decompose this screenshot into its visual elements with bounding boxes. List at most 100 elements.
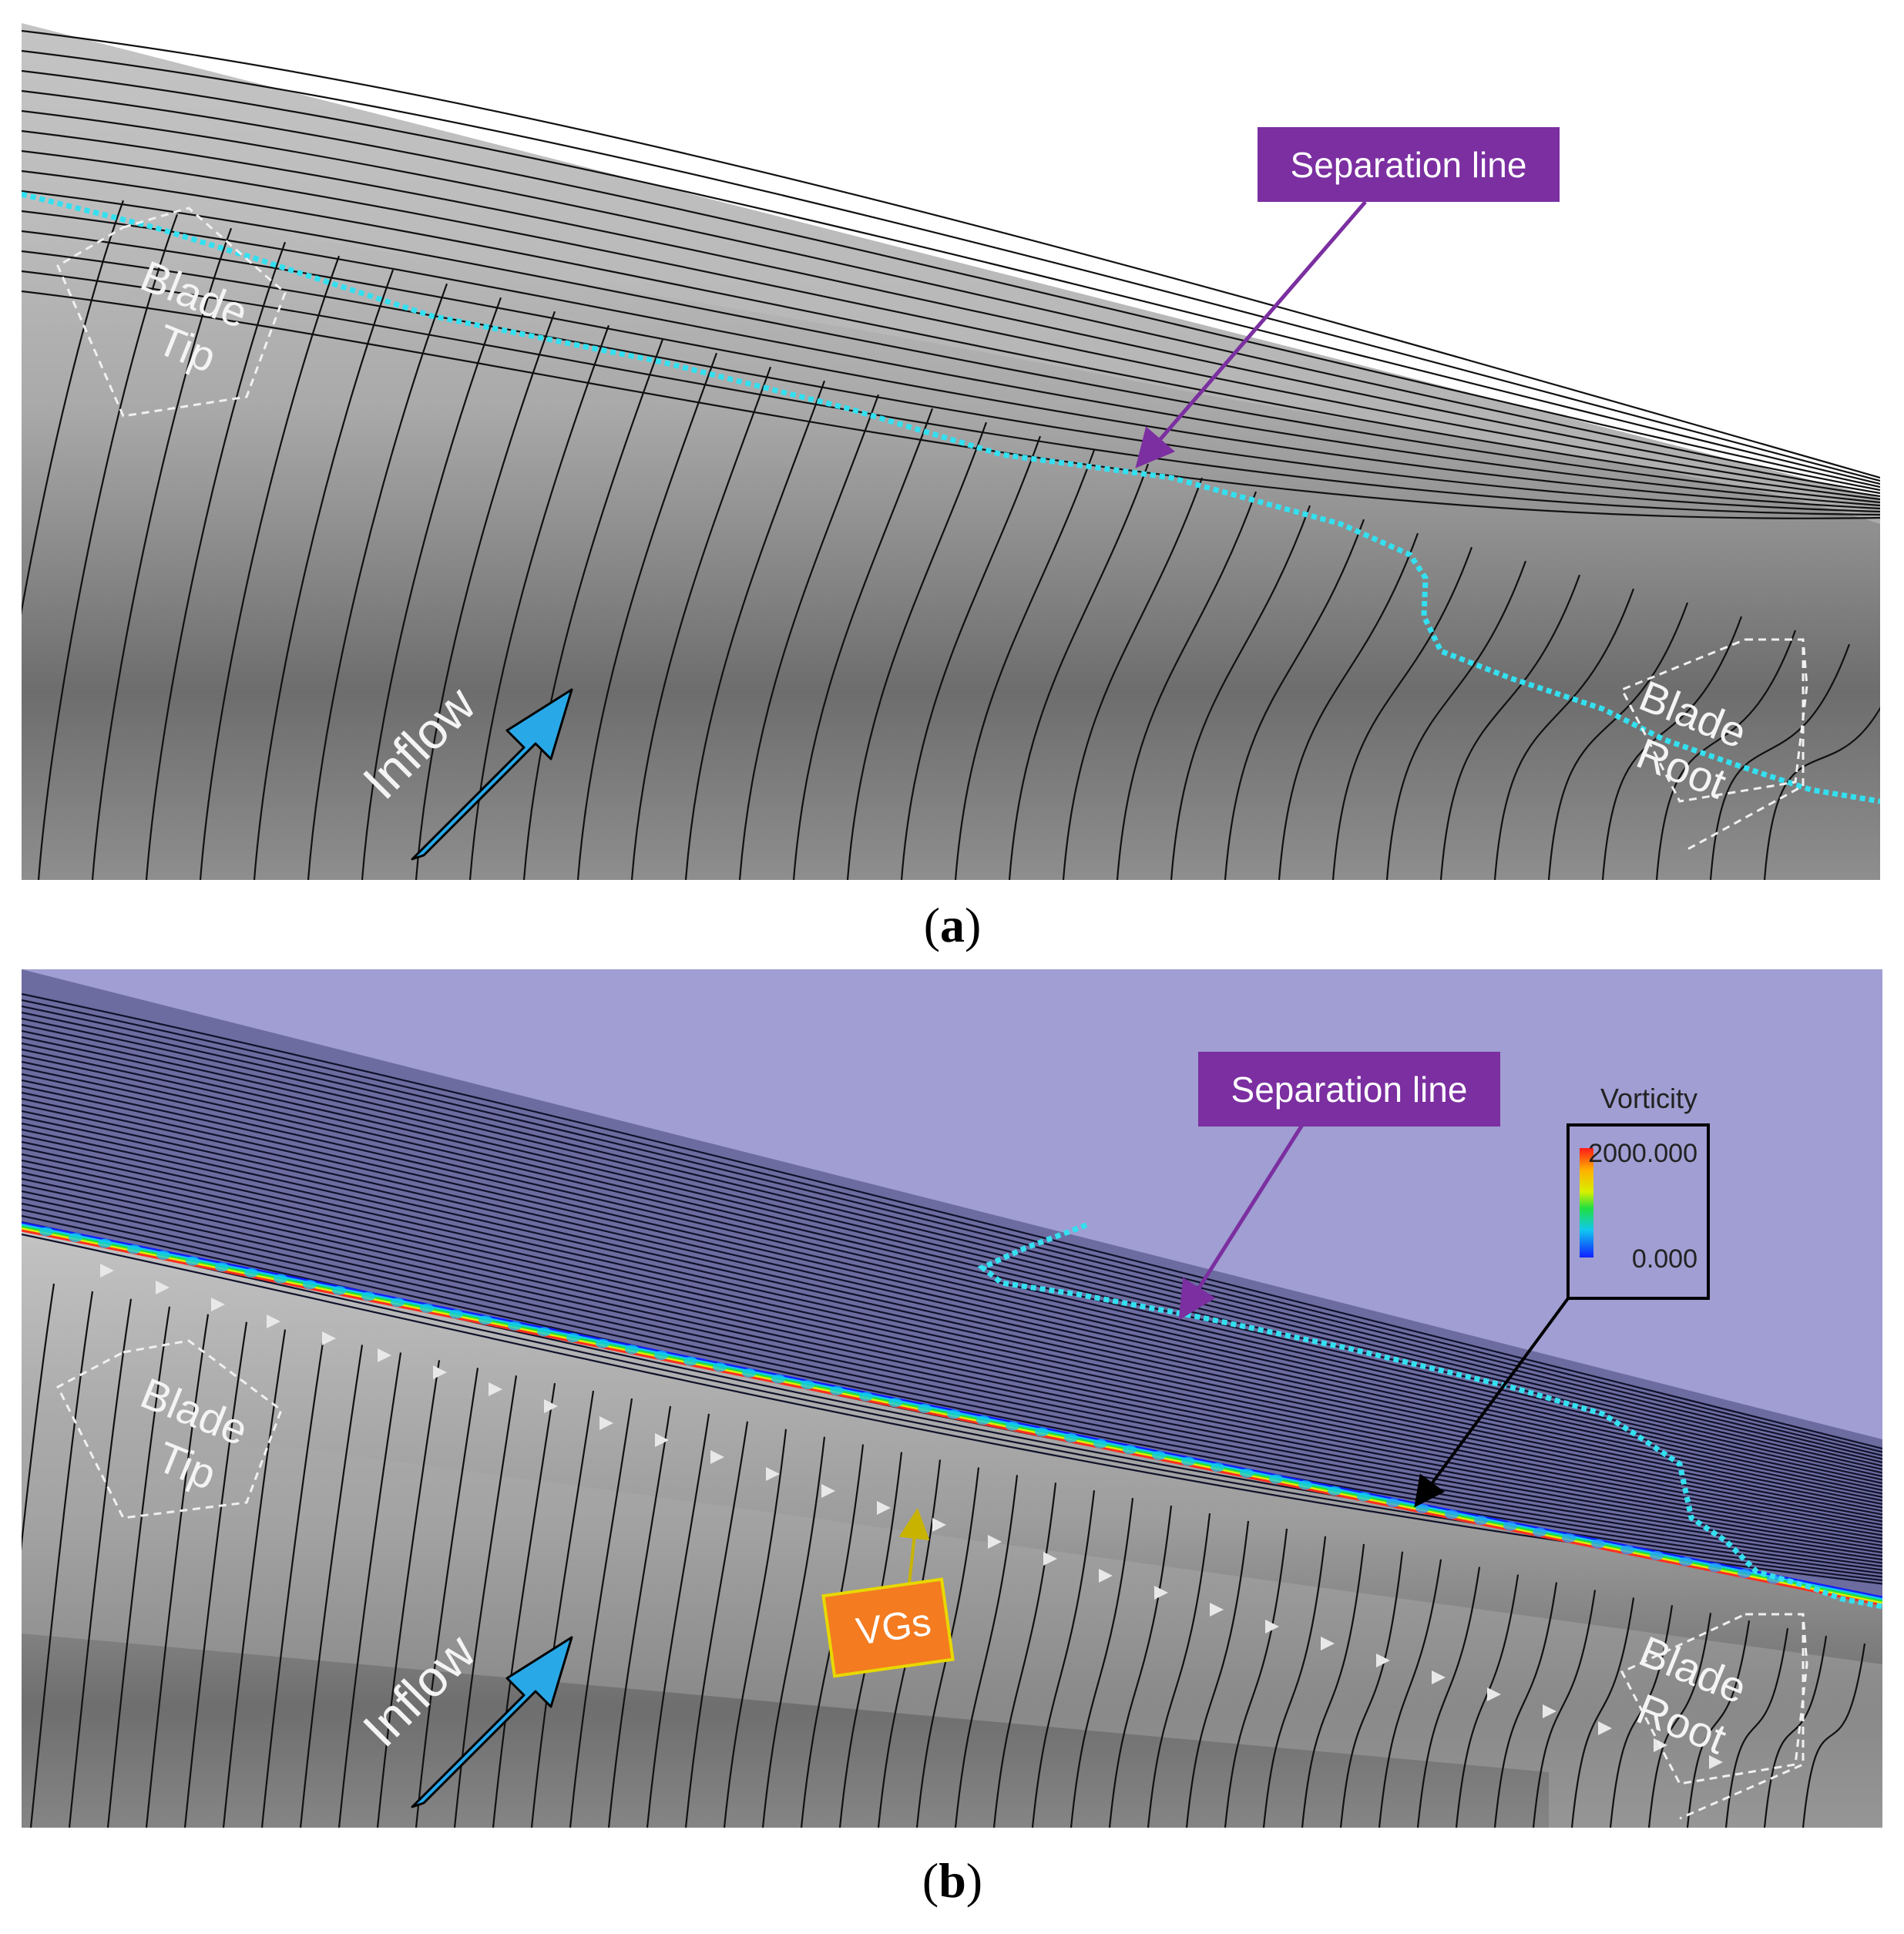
vortex-blob	[332, 1285, 346, 1295]
vg-marker	[1432, 1670, 1446, 1684]
vg-marker	[322, 1331, 336, 1345]
streamline	[22, 1283, 55, 1552]
streamline	[1224, 519, 1365, 880]
streamline	[576, 352, 718, 880]
streamline	[22, 1134, 1882, 1529]
streamline	[22, 1048, 1882, 1481]
streamline	[22, 109, 1880, 492]
vg-marker	[156, 1281, 170, 1294]
streamline	[1763, 707, 1880, 880]
vortex-blob	[303, 1280, 317, 1290]
streamline	[630, 366, 772, 880]
streamline	[22, 290, 1880, 519]
caption-b-close: )	[966, 1853, 982, 1908]
streamline	[22, 1005, 1882, 1457]
vortex-blob	[1152, 1451, 1166, 1461]
streamline	[253, 269, 395, 880]
streamline	[22, 129, 1880, 495]
streamline	[91, 227, 233, 880]
streamline	[22, 1017, 1882, 1464]
vortex-blob	[918, 1403, 932, 1413]
vortex-blob	[1035, 1427, 1049, 1437]
blade-surface-b	[22, 1224, 1882, 1828]
vortex-blob	[801, 1380, 814, 1390]
streamline	[22, 1029, 1882, 1471]
streamline	[846, 421, 988, 880]
caption-b-open: (	[922, 1853, 939, 1908]
vortex-blob	[1503, 1521, 1517, 1531]
streamline	[1493, 1582, 1558, 1828]
streamline	[22, 1153, 1882, 1540]
streamline	[22, 230, 1880, 510]
streamline	[1224, 1528, 1288, 1828]
vortex-blob	[127, 1244, 141, 1254]
vortex-blob	[1474, 1516, 1488, 1526]
streamline	[607, 1405, 672, 1828]
streamline	[1278, 532, 1419, 880]
vg-marker	[1210, 1603, 1224, 1617]
streamline	[1062, 477, 1204, 880]
streamline	[22, 1184, 1882, 1557]
streamline	[37, 213, 179, 880]
streamline	[22, 1110, 1882, 1516]
vg-marker	[544, 1399, 558, 1413]
streamline	[22, 1042, 1882, 1478]
streamline	[738, 394, 880, 880]
streamline	[22, 210, 1880, 507]
vortex-blob	[361, 1291, 375, 1301]
vortex-blob	[537, 1327, 551, 1337]
streamline	[22, 999, 1882, 1453]
streamline	[1686, 1620, 1751, 1828]
vortex-blob	[1357, 1492, 1371, 1502]
streamline	[1724, 1628, 1789, 1828]
vortex-blob	[1533, 1527, 1546, 1537]
streamlines-a	[22, 29, 1880, 880]
vg-marker	[1376, 1654, 1390, 1667]
vortex-blob	[98, 1238, 112, 1248]
vortex-blob	[508, 1321, 522, 1331]
caption-b: (b)	[922, 1853, 982, 1908]
streamline	[22, 1177, 1882, 1554]
vg-marker	[378, 1348, 391, 1362]
streamline	[1439, 574, 1581, 880]
vortex-blob	[1298, 1480, 1312, 1490]
streamline	[22, 1023, 1882, 1467]
streamline	[22, 1171, 1882, 1550]
vortex-blob	[1591, 1539, 1605, 1549]
vg-marker	[932, 1518, 946, 1532]
streamline	[761, 1436, 826, 1828]
vortex-blob	[156, 1251, 170, 1261]
vg-marker	[100, 1264, 114, 1278]
streamline	[22, 1085, 1882, 1502]
vortex-blob	[186, 1256, 200, 1266]
vg-marker	[1099, 1569, 1113, 1583]
streamline	[22, 1128, 1882, 1526]
vortex-blob	[1415, 1503, 1429, 1513]
streamline	[1262, 1536, 1327, 1828]
separation-line-a	[22, 191, 1880, 804]
streamline	[22, 1060, 1882, 1488]
streamline	[22, 1036, 1882, 1474]
vortex-blob	[1708, 1563, 1722, 1573]
caption-a-open: (	[924, 898, 940, 952]
streamline	[1301, 1543, 1365, 1828]
streamline	[22, 200, 125, 616]
vortex-blob	[1064, 1433, 1078, 1443]
streamline	[1609, 1605, 1674, 1828]
inflow-arrow-shape-a	[411, 688, 573, 861]
separation-pointer-b	[1178, 1123, 1305, 1321]
vortex-blob	[1562, 1533, 1576, 1543]
vortex-blob	[742, 1368, 756, 1378]
separation-pointer-a	[1135, 200, 1367, 468]
vorticity-legend-pointer	[1414, 1297, 1570, 1508]
streamline	[22, 1233, 1882, 1585]
blade-root-dashed-pointer-b	[1679, 1613, 1805, 1820]
streamline	[29, 1291, 94, 1828]
vg-marker	[433, 1365, 447, 1379]
separation-label-box-b	[1198, 1052, 1500, 1126]
streamline	[106, 1306, 171, 1828]
vortex-blob	[1328, 1486, 1342, 1496]
vorticity-legend-title: Vorticity	[1600, 1083, 1697, 1114]
streamline	[954, 449, 1096, 880]
